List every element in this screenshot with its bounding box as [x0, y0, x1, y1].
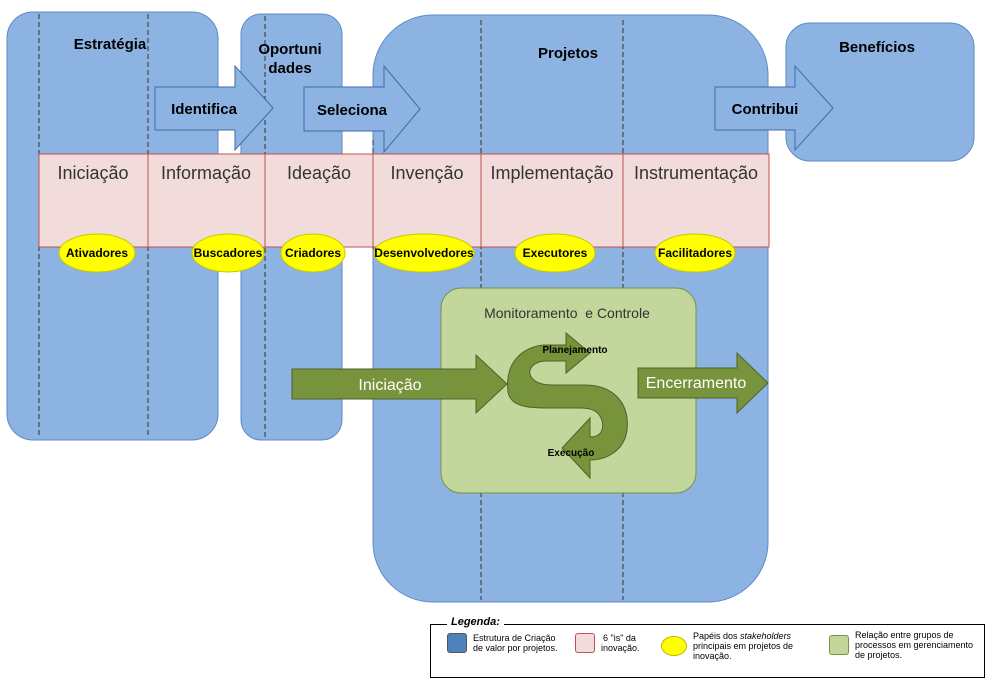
seleciona-label: Seleciona — [317, 102, 388, 119]
legend-swatch-blue — [447, 633, 467, 653]
role-ellipse — [58, 233, 136, 273]
legend-swatch-green — [829, 635, 849, 655]
role-label: Ativadores — [66, 246, 128, 260]
legend: Legenda: Estrutura de Criação de valor p… — [430, 616, 985, 678]
six-is-dividers — [147, 154, 624, 247]
role-label: Criadores — [285, 246, 341, 260]
estrategia-title: Estratégia — [74, 36, 147, 53]
role-label: Buscadores — [194, 246, 263, 260]
legend-swatch-pink — [575, 633, 595, 653]
six-is-band — [38, 153, 770, 248]
role-ellipses — [58, 233, 736, 273]
seleciona-arrow — [303, 64, 421, 154]
legend-swatch-yellow — [661, 636, 687, 656]
contribui-label: Contribui — [732, 101, 799, 118]
beneficios-title: Benefícios — [839, 39, 915, 56]
legend-item-roles: Papéis dos stakeholders principais em pr… — [661, 631, 801, 661]
is-label: Implementação — [490, 163, 613, 183]
is-label: Ideação — [287, 163, 351, 183]
legend-text-line: 6 "is" da — [603, 633, 636, 643]
role-ellipse — [514, 233, 596, 273]
execucao-label: Execução — [548, 448, 595, 459]
legend-item-six-is: 6 "is" da inovação. — [575, 633, 640, 653]
iniciacao-arrow-label: Iniciação — [358, 377, 421, 394]
oportunidades-title-line1: Oportuni — [258, 41, 321, 58]
role-label: Facilitadores — [658, 246, 732, 260]
legend-title: Legenda: — [447, 616, 504, 628]
legend-text: Estrutura de Criação de valor por projet… — [473, 633, 558, 653]
is-label: Instrumentação — [634, 163, 758, 183]
is-label: Iniciação — [57, 163, 128, 183]
is-label: Invenção — [390, 163, 463, 183]
monitoramento-title: Monitoramento e Controle — [484, 305, 650, 321]
planejamento-execucao-cycle — [507, 331, 628, 480]
encerramento-arrow — [637, 351, 769, 415]
six-is-labels: Iniciação Informação Ideação Invenção Im… — [57, 163, 758, 183]
oportunidades-title-line2: dades — [268, 60, 311, 77]
legend-text-part: Papéis dos — [693, 631, 741, 641]
identifica-label: Identifica — [171, 101, 238, 118]
projetos-title: Projetos — [538, 45, 598, 62]
identifica-arrow — [154, 64, 274, 152]
role-label: Desenvolvedores — [374, 246, 474, 260]
legend-text: Relação entre grupos de processos em ger… — [855, 630, 974, 660]
role-ellipse — [280, 233, 346, 273]
role-label: Executores — [523, 246, 588, 260]
contribui-arrow — [714, 64, 834, 152]
legend-text-line: inovação. — [601, 643, 640, 653]
role-ellipse — [373, 233, 475, 273]
encerramento-arrow-label: Encerramento — [646, 375, 747, 392]
role-labels: Ativadores Buscadores Criadores Desenvol… — [66, 246, 732, 260]
legend-text-part: stakeholders — [740, 631, 792, 641]
role-ellipse — [654, 233, 736, 273]
legend-text: Papéis dos stakeholders principais em pr… — [693, 631, 801, 661]
legend-item-value-structure: Estrutura de Criação de valor por projet… — [447, 633, 565, 653]
iniciacao-arrow — [291, 353, 508, 415]
planejamento-label: Planejamento — [542, 345, 607, 356]
legend-text-part: principais em projetos de inovação. — [693, 641, 794, 661]
role-ellipse — [191, 233, 265, 273]
legend-text: 6 "is" da inovação. — [601, 633, 640, 653]
legend-item-process-groups: Relação entre grupos de processos em ger… — [829, 630, 975, 660]
is-label: Informação — [161, 163, 251, 183]
